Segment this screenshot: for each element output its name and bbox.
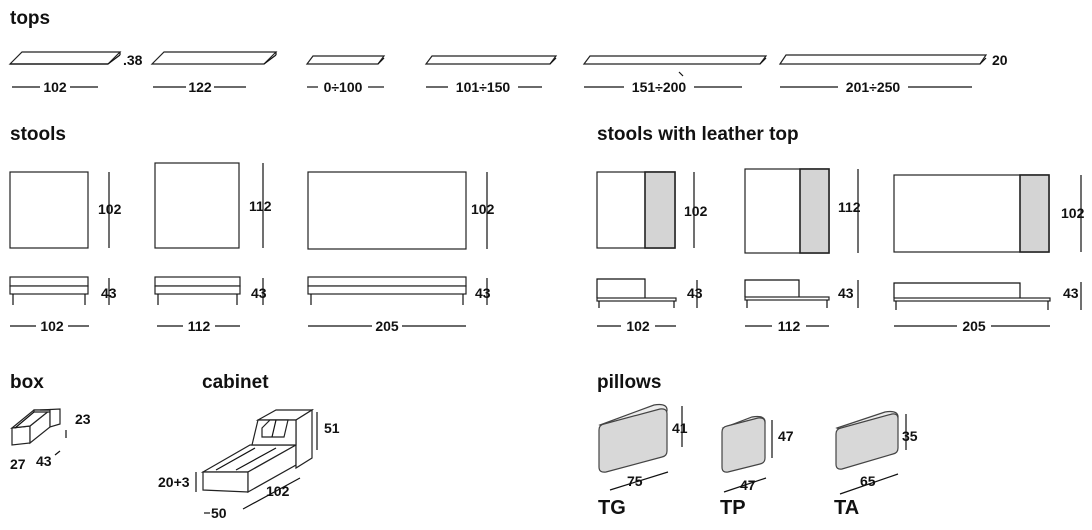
pillow-height-label: 35 [902, 428, 918, 444]
leather-stool-width-label: 112 [778, 318, 801, 334]
leather-stool-height-label: 43 [838, 285, 854, 301]
top-item-6: 20 201÷250 [778, 52, 1008, 95]
leather-stool-depth-label: 102 [684, 203, 708, 219]
top-thickness-large-label: 20 [992, 52, 1008, 68]
section-title-box: box [10, 372, 44, 393]
box-width-label: 27 [10, 456, 26, 472]
pillow-ta: 35 65 TA [834, 410, 918, 519]
cabinet-length-label: 102 [266, 483, 290, 499]
pillow-tp: 47 47 TP [720, 415, 794, 519]
stool-width-label: 205 [375, 318, 399, 334]
section-title-tops: tops [10, 8, 50, 29]
stool-depth-label: 102 [98, 201, 122, 217]
section-title-pillows: pillows [597, 372, 661, 393]
top-width-label: 102 [43, 79, 67, 95]
top-width-label: 151÷200 [632, 79, 687, 95]
stool-height-label: 43 [475, 285, 491, 301]
pillow-code-label: TA [834, 497, 859, 519]
pillow-width-label: 75 [627, 473, 643, 489]
stool-width-label: 102 [40, 318, 64, 334]
stool-width-label: 112 [188, 318, 211, 334]
leather-stool-plan-3: 102 [893, 174, 1085, 253]
cabinet-depth-label: 50 [211, 505, 227, 521]
stool-height-label: 43 [251, 285, 267, 301]
top-item-1: .38 102 [8, 51, 143, 95]
pillow-width-label: 47 [740, 477, 756, 493]
pillow-code-label: TP [720, 497, 746, 519]
box-height-label: 23 [75, 411, 91, 427]
top-width-label: 122 [188, 79, 212, 95]
top-item-2: 122 [150, 51, 278, 95]
stool-plan-1: 102 [9, 171, 122, 249]
leather-stool-plan-1: 102 [596, 171, 708, 249]
top-width-label: 201÷250 [846, 79, 901, 95]
stool-plan-2: 112 [154, 162, 272, 249]
box-illustration: 23 27 43 [10, 408, 91, 472]
leather-stool-plan-2: 112 [744, 168, 861, 254]
section-title-stools: stools [10, 124, 66, 145]
leather-stool-depth-label: 102 [1061, 205, 1085, 221]
stool-depth-label: 112 [249, 198, 272, 214]
stool-elevation-2: 43 112 [154, 276, 267, 334]
leather-stool-elevation-2: 43 112 [744, 279, 859, 334]
pillow-height-label: 47 [778, 428, 794, 444]
cabinet-height-label: 51 [324, 420, 340, 436]
top-width-label: 101÷150 [456, 79, 511, 95]
leather-stool-height-label: 43 [1063, 285, 1079, 301]
leather-stool-depth-label: 112 [838, 199, 861, 215]
cabinet-base-label: 20+3 [158, 474, 190, 490]
leather-stool-width-label: 205 [962, 318, 986, 334]
stool-elevation-1: 43 102 [9, 276, 117, 334]
stool-plan-3: 102 [307, 171, 495, 250]
stool-depth-label: 102 [471, 201, 495, 217]
leather-stool-width-label: 102 [626, 318, 650, 334]
section-title-stools-leather: stools with leather top [597, 124, 799, 145]
pillow-width-label: 65 [860, 473, 876, 489]
leather-stool-height-label: 43 [687, 285, 703, 301]
pillow-tg: 41 75 TG [598, 403, 688, 519]
stool-elevation-3: 43 205 [307, 276, 491, 334]
stool-height-label: 43 [101, 285, 117, 301]
section-title-cabinet: cabinet [202, 372, 269, 393]
leather-stool-elevation-3: 43 205 [893, 282, 1082, 334]
top-item-3: 0÷100 [305, 55, 386, 95]
box-length-label: 43 [36, 453, 52, 469]
top-thickness-small-label: .38 [123, 52, 143, 68]
top-item-4: 101÷150 [424, 55, 558, 95]
pillow-code-label: TG [598, 497, 626, 519]
leather-stool-elevation-1: 43 102 [596, 278, 703, 334]
top-width-label: 0÷100 [324, 79, 363, 95]
cabinet-illustration: 51 20+3 102 50 [158, 408, 340, 521]
pillow-height-label: 41 [672, 420, 688, 436]
top-item-5: 151÷200 [582, 55, 768, 95]
